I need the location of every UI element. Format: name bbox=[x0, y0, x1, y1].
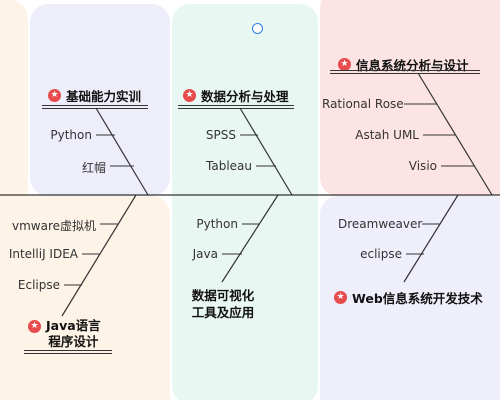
topic-underline bbox=[42, 108, 148, 109]
bone-web-dev bbox=[403, 194, 459, 283]
subtopic-tableau[interactable]: Tableau bbox=[206, 159, 252, 173]
topic-underline bbox=[42, 105, 148, 106]
topic-visualization-label-line2: 工具及应用 bbox=[191, 305, 255, 320]
subtopic-python[interactable]: Python bbox=[50, 128, 92, 142]
topic-info-systems[interactable]: ★ 信息系统分析与设计 bbox=[338, 55, 469, 74]
subtopic-python-vis[interactable]: Python bbox=[196, 217, 238, 231]
bone-info-systems bbox=[417, 72, 493, 196]
star-badge-icon: ★ bbox=[334, 291, 347, 304]
star-badge-icon: ★ bbox=[338, 58, 351, 71]
topic-underline bbox=[330, 73, 480, 74]
star-badge-icon: ★ bbox=[28, 320, 41, 333]
topic-web-dev[interactable]: ★ Web信息系统开发技术 bbox=[334, 288, 483, 307]
topic-underline bbox=[24, 353, 112, 354]
circle-handle-icon[interactable] bbox=[252, 23, 263, 34]
topic-underline bbox=[330, 70, 480, 71]
subtopic-eclipse[interactable]: Eclipse bbox=[17, 278, 60, 292]
panel-info-systems bbox=[320, 0, 500, 196]
subtopic-eclipse-web[interactable]: eclipse bbox=[360, 247, 402, 261]
topic-underline bbox=[24, 350, 112, 351]
subtopic-redhat[interactable]: 红帽 bbox=[81, 161, 106, 175]
subtopic-dreamweaver[interactable]: Dreamweaver bbox=[338, 217, 423, 231]
topic-underline bbox=[178, 108, 294, 109]
topic-foundation[interactable]: ★ 基础能力实训 bbox=[48, 86, 141, 105]
topic-info-systems-label: 信息系统分析与设计 bbox=[356, 58, 469, 73]
topic-visualization-label-line1: 数据可视化 bbox=[191, 288, 255, 303]
panel-java bbox=[0, 196, 170, 400]
bone-visualization bbox=[221, 194, 279, 283]
bone-data-analysis bbox=[239, 107, 293, 196]
bone-java bbox=[61, 194, 137, 317]
subtopic-intellij[interactable]: IntelliJ IDEA bbox=[8, 247, 78, 261]
panel-web-dev bbox=[320, 196, 500, 400]
subtopic-rational-rose[interactable]: Rational Rose bbox=[322, 97, 404, 111]
subtopic-vmware[interactable]: vmware虚拟机 bbox=[11, 219, 96, 233]
topic-underline bbox=[178, 105, 294, 106]
bone-foundation bbox=[95, 107, 149, 196]
star-badge-icon: ★ bbox=[48, 89, 61, 102]
topic-foundation-label: 基础能力实训 bbox=[66, 89, 142, 104]
topic-java-label-line1: Java语言 bbox=[46, 318, 101, 333]
topic-web-dev-label: Web信息系统开发技术 bbox=[352, 291, 483, 306]
panel-data-analysis bbox=[172, 4, 318, 400]
subtopic-astah-uml[interactable]: Astah UML bbox=[355, 128, 419, 142]
topic-visualization[interactable]: 数据可视化 工具及应用 bbox=[184, 288, 262, 321]
topic-java-label-line2: 程序设计 bbox=[48, 334, 99, 349]
topic-data-analysis-label: 数据分析与处理 bbox=[201, 89, 289, 104]
subtopic-spss[interactable]: SPSS bbox=[205, 128, 236, 142]
topic-java[interactable]: ★ Java语言 程序设计 bbox=[28, 318, 101, 350]
subtopic-java-vis[interactable]: Java bbox=[192, 247, 218, 261]
topic-data-analysis[interactable]: ★ 数据分析与处理 bbox=[183, 86, 289, 105]
subtopic-visio[interactable]: Visio bbox=[408, 159, 437, 173]
star-badge-icon: ★ bbox=[183, 89, 196, 102]
